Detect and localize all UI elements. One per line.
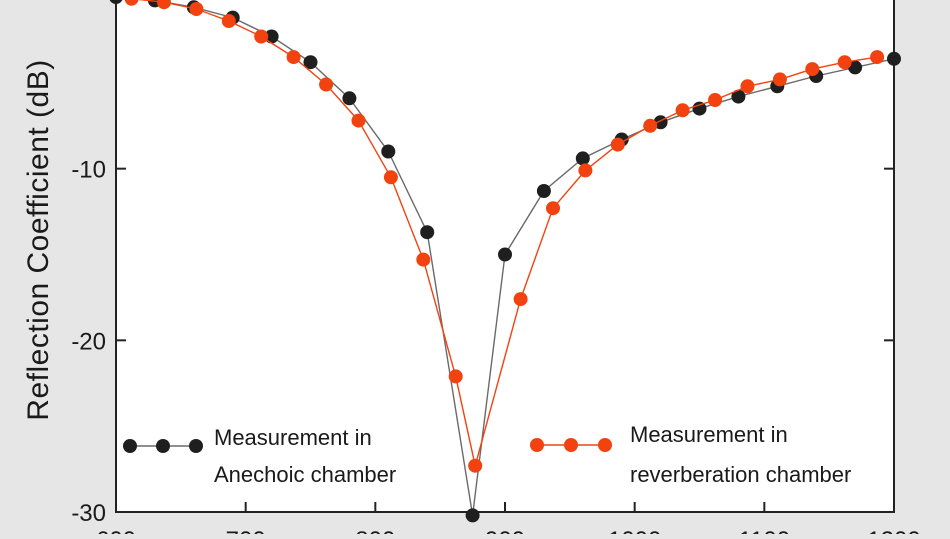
legend-swatch-marker [123, 439, 137, 453]
legend-swatch-marker [530, 438, 544, 452]
data-point [692, 101, 707, 116]
data-point [381, 144, 396, 159]
x-tick-label: 800 [355, 527, 395, 534]
x-tick-label: 900 [485, 527, 525, 534]
series-layer [109, 0, 901, 523]
data-point [286, 50, 301, 65]
data-point [887, 51, 901, 66]
data-point [319, 77, 334, 92]
data-point [805, 62, 820, 77]
x-tick-label: 1000 [608, 527, 661, 534]
data-point [731, 89, 746, 104]
data-point [575, 151, 590, 166]
data-point [848, 60, 863, 75]
legend-swatch-marker [156, 439, 170, 453]
data-point [870, 50, 885, 65]
legend: Measurement in Anechoic chamber Measurem… [123, 422, 851, 487]
data-point [536, 184, 551, 198]
data-point [383, 170, 398, 185]
series-1 [124, 0, 885, 473]
data-point [254, 29, 269, 44]
legend-swatch-marker [598, 438, 612, 452]
legend-label-reverberation-line1: Measurement in [630, 422, 788, 447]
data-point [264, 29, 279, 44]
y-tick-label: -30 [71, 500, 106, 527]
x-tick-label: 700 [226, 527, 266, 534]
data-point [303, 55, 318, 70]
data-point [610, 137, 625, 152]
data-point [124, 0, 139, 6]
y-tick-label: -10 [71, 157, 106, 184]
legend-entry-reverberation: Measurement in reverberation chamber [530, 422, 851, 487]
data-point [189, 2, 204, 16]
data-point [675, 103, 690, 118]
legend-swatch-reverberation [530, 438, 612, 452]
data-point [465, 508, 480, 523]
data-point [546, 201, 560, 216]
data-point [498, 247, 512, 262]
data-point [837, 55, 852, 70]
y-axis-title: Reflection Coefficient (dB) [22, 59, 55, 420]
data-point [708, 93, 723, 107]
data-point [157, 0, 171, 10]
data-point [448, 369, 463, 384]
x-tick-label: 1200 [867, 527, 920, 534]
data-point [643, 118, 658, 133]
x-tick-label: 600 [96, 527, 136, 534]
data-point [420, 225, 435, 240]
legend-label-reverberation-line2: reverberation chamber [630, 462, 851, 487]
data-point [342, 91, 357, 106]
data-point [416, 252, 431, 267]
data-point [772, 72, 787, 87]
y-tick-label: -20 [71, 328, 106, 355]
y-axis-ticks: -10 -20 -30 [71, 157, 894, 527]
data-point [221, 14, 236, 28]
legend-label-anechoic-line1: Measurement in [214, 425, 372, 450]
data-point [351, 113, 366, 128]
legend-swatch-anechoic [123, 439, 203, 453]
legend-swatch-marker [189, 439, 203, 453]
data-point [740, 79, 755, 94]
legend-swatch-marker [564, 438, 578, 452]
legend-label-anechoic-line2: Anechoic chamber [214, 462, 396, 487]
x-tick-label: 1100 [739, 527, 791, 534]
data-point [578, 163, 593, 178]
data-point [109, 0, 123, 4]
legend-entry-anechoic: Measurement in Anechoic chamber [123, 425, 396, 487]
data-point [468, 458, 483, 473]
data-point [513, 292, 528, 307]
